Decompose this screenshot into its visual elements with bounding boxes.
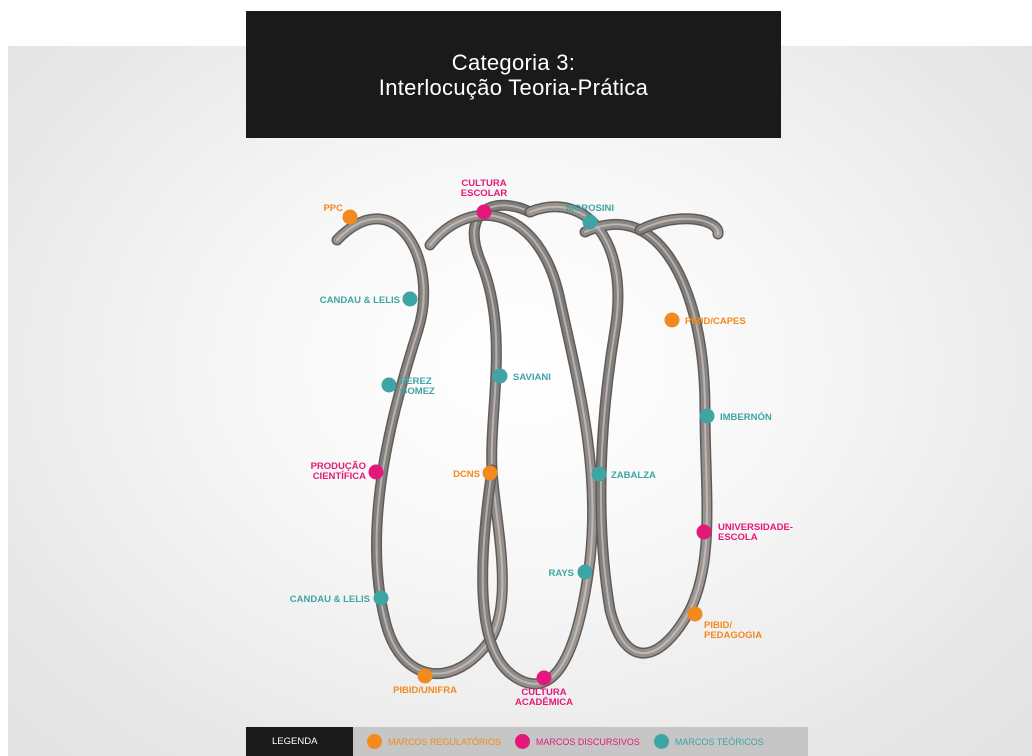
node-label-line: IMBERNÓN	[720, 411, 772, 423]
title-box: Categoria 3: Interlocução Teoria-Prática	[246, 11, 781, 138]
node-label-line: PPC	[323, 203, 343, 214]
node-marker-teoricos-icon	[699, 408, 715, 424]
node-label-ppc: PPC	[323, 203, 343, 214]
node-label-line: CIENTÍFICA	[313, 471, 366, 482]
node-label-imbernon: IMBERNÓN	[720, 411, 772, 423]
title-line-1: Categoria 3:	[451, 49, 576, 75]
node-label-line: UNIVERSIDADE-	[718, 522, 793, 533]
node-label-line: PEDAGOGIA	[704, 630, 762, 641]
node-label-line: CULTURA	[461, 178, 506, 189]
node-label-line: CANDAU & LELIS	[320, 295, 400, 306]
spiral-segment-shadow	[424, 209, 599, 690]
legend-items: MARCOS REGULATÓRIOS MARCOS DISCURSIVOS M…	[353, 727, 808, 756]
node-marker-teoricos-icon	[582, 214, 598, 230]
node-marker-discursivos-icon	[536, 670, 552, 686]
legend-dot-teal-icon	[653, 734, 669, 749]
node-label-line: MOROSINI	[566, 203, 614, 214]
node-label-line: PIBID/UNIFRA	[393, 685, 457, 696]
node-marker-teoricos-icon	[381, 377, 397, 393]
node-label-line: SAVIANI	[513, 372, 551, 383]
spiral-segment-highlight	[639, 217, 719, 235]
node-marker-discursivos-icon	[696, 524, 712, 540]
node-label-line: PEREZ	[400, 376, 432, 387]
spiral-segment-highlight	[529, 205, 708, 655]
node-marker-regulatorios-icon	[342, 209, 358, 225]
node-marker-teoricos-icon	[577, 564, 593, 580]
legend-item-regulatorios: MARCOS REGULATÓRIOS	[367, 734, 501, 749]
node-candau-lelis-2: CANDAU & LELIS	[290, 590, 389, 606]
legend-label-regulatorios: MARCOS REGULATÓRIOS	[388, 736, 501, 747]
node-marker-regulatorios-icon	[482, 465, 498, 481]
node-morosini: MOROSINI	[566, 203, 614, 230]
node-label-line: DCNS	[453, 469, 480, 480]
node-pibid-capes: PIBID/CAPES	[664, 312, 746, 328]
node-label-rays: RAYS	[548, 568, 574, 579]
legend-item-teoricos: MARCOS TEÓRICOS	[653, 734, 764, 749]
node-label-line: CULTURA	[521, 687, 566, 698]
legend-label-teoricos: MARCOS TEÓRICOS	[674, 736, 764, 747]
legend-label-discursivos: MARCOS DISCURSIVOS	[535, 736, 640, 747]
node-marker-teoricos-icon	[492, 368, 508, 384]
node-label-saviani: SAVIANI	[513, 372, 551, 383]
node-saviani: SAVIANI	[492, 368, 551, 384]
title-line-2: Interlocução Teoria-Prática	[378, 74, 649, 100]
node-candau-lelis-1: CANDAU & LELIS	[320, 291, 418, 307]
node-label-pibid-capes: PIBID/CAPES	[685, 316, 746, 327]
node-label-line: ACADÊMICA	[515, 696, 573, 708]
node-imbernon: IMBERNÓN	[699, 408, 772, 424]
node-marker-teoricos-icon	[591, 466, 607, 482]
node-label-morosini: MOROSINI	[566, 203, 614, 214]
legend-dot-orange-icon	[367, 734, 382, 749]
legend: LEGENDA MARCOS REGULATÓRIOS MARCOS DISCU…	[246, 727, 808, 756]
node-label-candau-lelis-2: CANDAU & LELIS	[290, 594, 370, 605]
node-rays: RAYS	[548, 564, 593, 580]
node-marker-discursivos-icon	[368, 464, 384, 480]
node-label-line: PIBID/CAPES	[685, 316, 746, 327]
node-label-line: RAYS	[548, 568, 574, 579]
background-panel	[8, 46, 1032, 756]
node-label-line: CANDAU & LELIS	[290, 594, 370, 605]
node-dcns: DCNS	[453, 465, 498, 481]
spiral-segment-highlight	[429, 214, 594, 685]
node-label-line: ESCOLA	[718, 532, 758, 543]
node-marker-regulatorios-icon	[417, 668, 433, 684]
spiral-coil	[331, 199, 724, 690]
node-marker-teoricos-icon	[402, 291, 418, 307]
node-label-line: GOMEZ	[400, 386, 435, 397]
spiral-segment-highlight	[336, 204, 531, 675]
node-label-pibid-pedagogia: PIBID/PEDAGOGIA	[704, 620, 762, 641]
node-zabalza: ZABALZA	[591, 466, 656, 482]
node-label-dcns: DCNS	[453, 469, 480, 480]
node-label-line: ZABALZA	[611, 470, 656, 481]
node-universidade-escola: UNIVERSIDADE-ESCOLA	[696, 522, 793, 543]
node-label-line: PRODUÇÃO	[311, 461, 366, 472]
node-label-pibid-unifra: PIBID/UNIFRA	[393, 685, 457, 696]
node-ppc: PPC	[323, 203, 358, 225]
node-marker-regulatorios-icon	[664, 312, 680, 328]
node-marker-discursivos-icon	[476, 204, 492, 220]
node-marker-regulatorios-icon	[687, 606, 703, 622]
node-label-line: PIBID/	[704, 620, 732, 631]
node-marker-teoricos-icon	[373, 590, 389, 606]
node-label-candau-lelis-1: CANDAU & LELIS	[320, 295, 400, 306]
node-pibid-unifra: PIBID/UNIFRA	[393, 668, 457, 696]
legend-dot-pink-icon	[514, 734, 530, 749]
node-pibid-pedagogia: PIBID/PEDAGOGIA	[687, 606, 762, 641]
legend-title: LEGENDA	[246, 727, 353, 756]
spiral-segment	[426, 211, 597, 688]
legend-item-discursivos: MARCOS DISCURSIVOS	[514, 734, 640, 749]
node-label-line: ESCOLAR	[461, 188, 508, 199]
node-label-universidade-escola: UNIVERSIDADE-ESCOLA	[718, 522, 793, 543]
node-label-zabalza: ZABALZA	[611, 470, 656, 481]
